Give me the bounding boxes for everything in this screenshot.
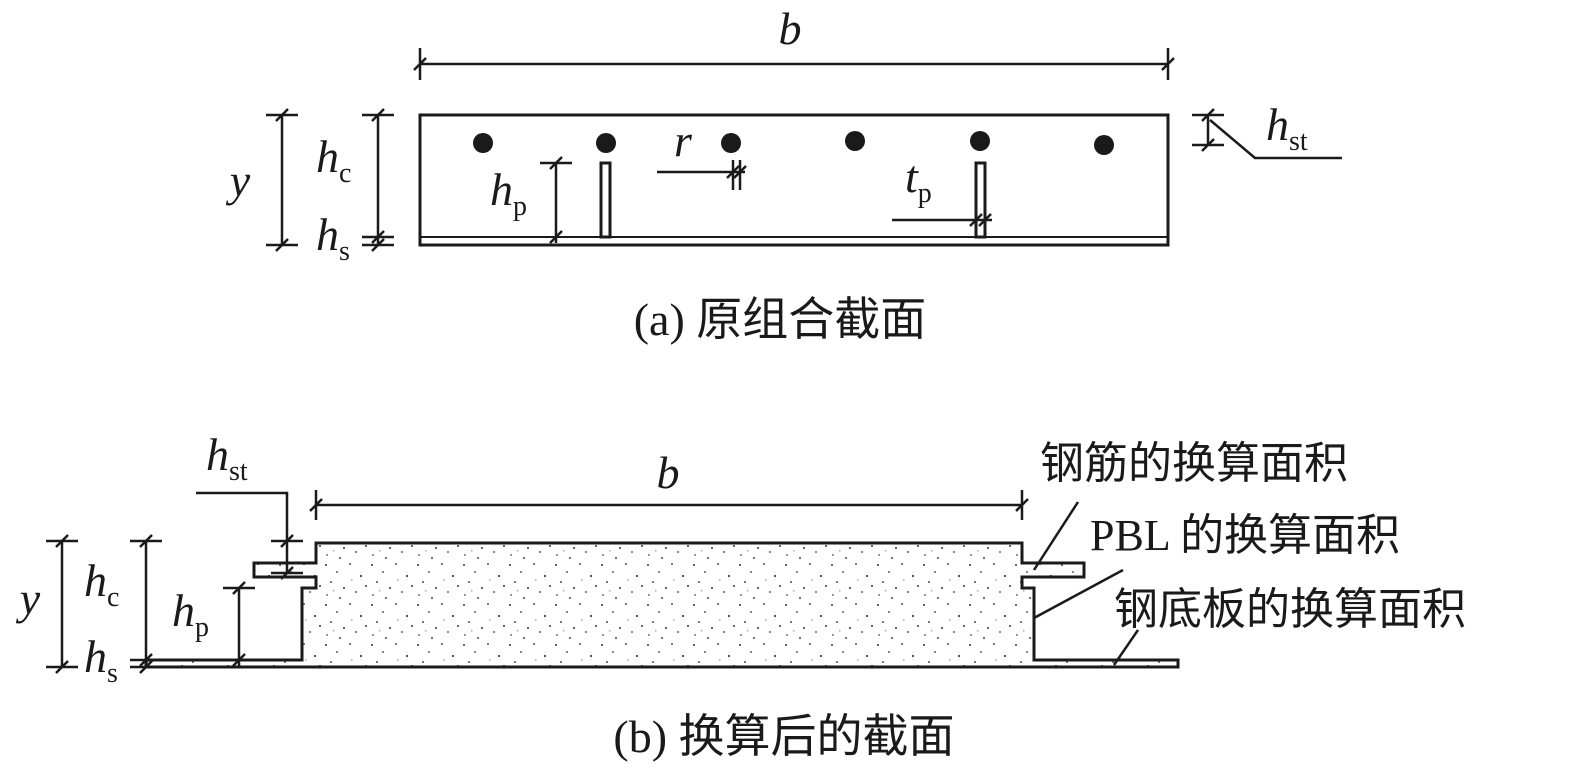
rebar-dot [473,133,493,153]
dim-hp-b: hp [172,581,255,667]
panel-b: b y hc hs [16,429,1466,762]
dim-tp-a: tp [892,151,992,234]
label-hst-a: hst [1266,99,1308,157]
label-plate-area: 钢底板的换算面积 [1114,585,1466,634]
leader-rebar [1032,501,1080,571]
label-hs-b: hs [84,631,118,689]
pbl-rib-a1 [599,161,612,239]
dim-hst-b: hst [196,429,303,580]
label-hp-b: hp [172,585,209,643]
dim-b-b: b [309,447,1029,520]
dim-hc-a: hc hs [316,108,394,267]
caption-b: (b) 换算后的截面 [613,711,954,762]
caption-a: (a) 原组合截面 [634,294,927,345]
label-b-a: b [779,3,802,54]
leader-plate [1112,629,1140,666]
label-hs-a: hs [316,209,350,267]
dim-hc-b: hc hs [84,534,162,689]
dim-b-a: b [413,3,1175,80]
transformed-section [144,541,1180,669]
label-y-b: y [16,573,41,624]
dim-y-a: y [226,108,298,252]
rebar-dot [721,133,741,153]
leader-pbl [1033,568,1124,620]
label-pbl-area: PBL 的换算面积 [1090,511,1400,560]
label-hc-b: hc [84,555,119,613]
dim-hp-a: hp [490,156,572,244]
label-y-a: y [226,155,251,206]
rebar-dot [845,131,865,151]
panel-a: b y [226,3,1342,345]
dim-r-a: r [657,115,747,190]
label-tp-a: tp [905,151,932,209]
label-b-b: b [657,447,680,498]
rebar-dot [970,131,990,151]
pbl-rib-a2 [974,161,987,239]
label-hp-a: hp [490,164,527,222]
label-hc-a: hc [316,131,351,189]
label-rebar-area: 钢筋的换算面积 [1040,439,1348,488]
dim-hst-a: hst [1192,99,1342,160]
concrete-slab-a [418,113,1170,247]
rebar-dot [596,133,616,153]
rebar-dot [1094,135,1114,155]
label-hst-b: hst [206,429,248,487]
dim-y-b: y [16,534,78,674]
rebars-a [473,131,1114,155]
label-r-a: r [674,115,693,166]
